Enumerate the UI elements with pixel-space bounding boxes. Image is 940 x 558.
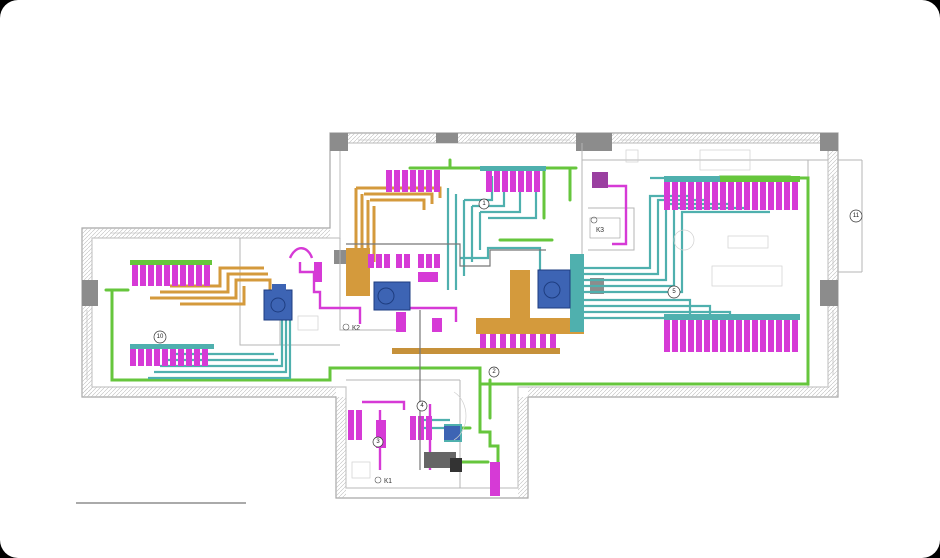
warm-plenum (346, 248, 370, 296)
svg-text:11: 11 (853, 213, 860, 219)
svg-text:1: 1 (482, 201, 486, 207)
warm-runner (392, 348, 560, 354)
room-labels: К3 К2 К1 (342, 216, 621, 485)
callout-5 (667, 285, 681, 299)
svg-text:4: 4 (420, 403, 424, 409)
svg-text:5: 5 (672, 289, 676, 295)
svg-text:3: 3 (376, 439, 380, 445)
callout-10 (153, 330, 167, 344)
windows (86, 139, 834, 380)
svg-text:10: 10 (157, 334, 164, 340)
svg-text:2: 2 (492, 369, 496, 375)
teal-headers (130, 166, 800, 442)
callout-1 (478, 198, 490, 210)
callout-3 (372, 436, 384, 448)
callout-4 (416, 400, 428, 412)
room-k3-label: К3 (596, 227, 604, 234)
furniture-outlines (297, 149, 783, 479)
room-k1-label: К1 (384, 478, 392, 485)
callout-11 (849, 209, 863, 223)
gray-equipment (346, 243, 546, 472)
room-k2-label: К2 (352, 325, 360, 332)
exhaust-fan (592, 172, 608, 188)
riser-duct (490, 462, 500, 496)
callout-2 (488, 366, 500, 378)
air-handling-units (263, 269, 571, 440)
callouts: 11 10 5 4 1 2 3 (153, 198, 863, 448)
warm-header (476, 318, 584, 334)
warm-plenum-2 (510, 270, 530, 322)
structural-columns (82, 133, 838, 306)
exhaust-box (314, 262, 322, 282)
exhaust-lines (288, 176, 628, 470)
diffusers (130, 170, 798, 440)
exhaust-box-2 (376, 420, 386, 448)
